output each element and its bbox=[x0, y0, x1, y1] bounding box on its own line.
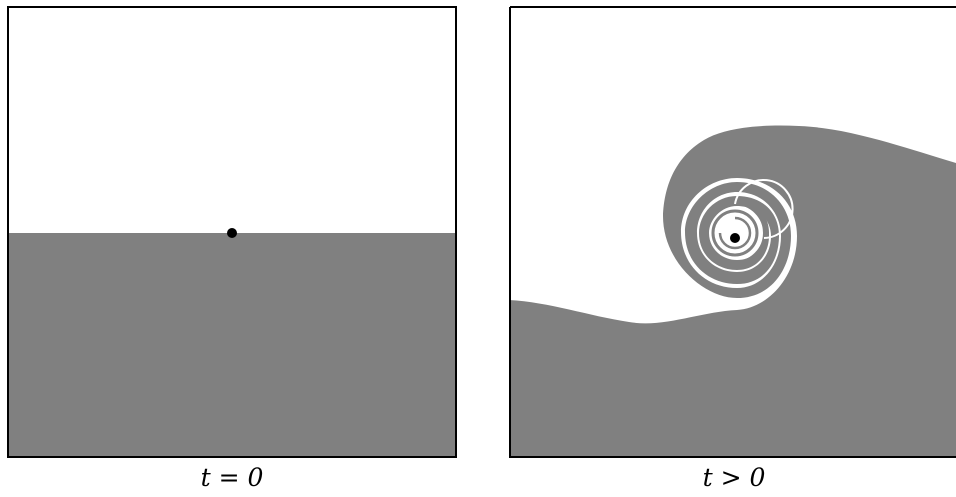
vortex-point bbox=[730, 233, 740, 243]
panel-evolved-state bbox=[509, 6, 956, 458]
initial-interface-diagram bbox=[7, 6, 457, 458]
vortex-point bbox=[227, 228, 237, 238]
spiral-arm-middle bbox=[711, 209, 759, 257]
lower-fluid-region bbox=[7, 233, 457, 458]
caption-initial: t = 0 bbox=[200, 463, 264, 492]
panel-initial-state bbox=[7, 6, 457, 458]
upper-fluid-region bbox=[509, 6, 956, 324]
caption-evolved: t > 0 bbox=[702, 463, 766, 492]
panel-border bbox=[7, 6, 457, 458]
panel-border bbox=[509, 6, 956, 458]
spiral-arm-inner bbox=[718, 216, 752, 250]
spiral-gap bbox=[734, 179, 794, 239]
rolled-up-interface-diagram bbox=[509, 6, 956, 458]
